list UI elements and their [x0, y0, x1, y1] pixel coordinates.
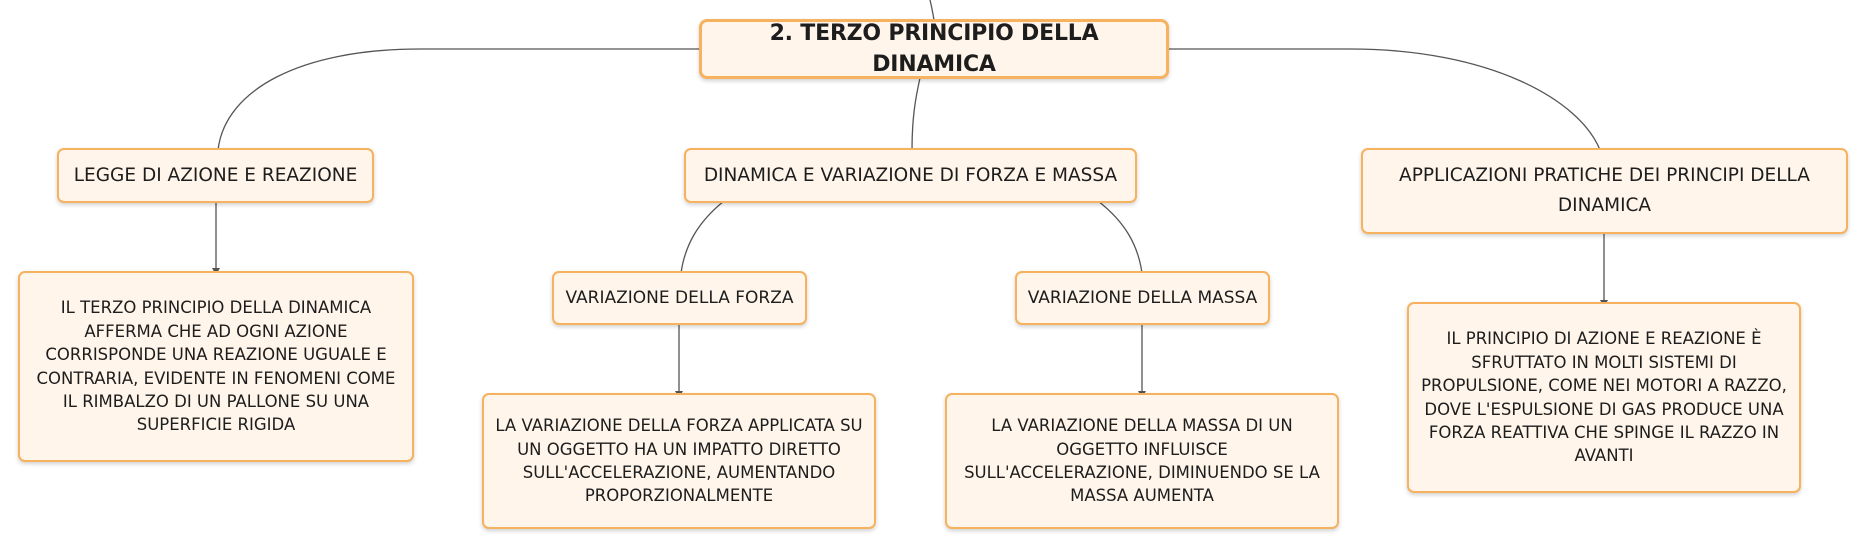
description-variazione-massa[interactable]: LA VARIAZIONE DELLA MASSA DI UN OGGETTO …	[945, 393, 1339, 529]
topic-dinamica-forza-massa[interactable]: DINAMICA E VARIAZIONE DI FORZA E MASSA	[684, 148, 1137, 203]
topic-legge-azione-reazione[interactable]: LEGGE DI AZIONE E REAZIONE	[57, 148, 374, 203]
root-topic[interactable]: 2. TERZO PRINCIPIO DELLA DINAMICA	[699, 19, 1169, 79]
topic-dinamica-label: DINAMICA E VARIAZIONE DI FORZA E MASSA	[703, 164, 1118, 186]
topic-applicazioni-label: APPLICAZIONI PRATICHE DEI PRINCIPI DELLA…	[1399, 165, 1810, 216]
description-variazione-forza[interactable]: LA VARIAZIONE DELLA FORZA APPLICATA SU U…	[482, 393, 876, 529]
topic-variazione-forza[interactable]: VARIAZIONE DELLA FORZA	[552, 271, 807, 325]
root-topic-label: 2. TERZO PRINCIPIO DELLA DINAMICA	[769, 20, 1099, 77]
topic-variazione-massa-label: VARIAZIONE DELLA MASSA	[1027, 287, 1258, 308]
description-legge[interactable]: IL TERZO PRINCIPIO DELLA DINAMICA AFFERM…	[18, 271, 414, 462]
topic-variazione-massa[interactable]: VARIAZIONE DELLA MASSA	[1015, 271, 1270, 325]
description-applicazioni[interactable]: IL PRINCIPIO DI AZIONE E REAZIONE È SFRU…	[1407, 302, 1801, 493]
connector-dinamica-massa	[1097, 200, 1143, 274]
topic-variazione-forza-label: VARIAZIONE DELLA FORZA	[565, 287, 794, 308]
description-forza-text: LA VARIAZIONE DELLA FORZA APPLICATA SU U…	[495, 416, 863, 506]
topic-applicazioni-pratiche[interactable]: APPLICAZIONI PRATICHE DEI PRINCIPI DELLA…	[1361, 148, 1848, 234]
connector-dinamica-forza	[680, 200, 725, 274]
topic-legge-label: LEGGE DI AZIONE E REAZIONE	[73, 164, 358, 186]
connector-root-applicazioni	[1168, 48, 1601, 151]
connector-root-legge	[217, 48, 700, 151]
description-applicazioni-text: IL PRINCIPIO DI AZIONE E REAZIONE È SFRU…	[1421, 329, 1787, 466]
description-massa-text: LA VARIAZIONE DELLA MASSA DI UN OGGETTO …	[964, 416, 1320, 506]
connector-root-dinamica	[911, 77, 921, 151]
description-legge-text: IL TERZO PRINCIPIO DELLA DINAMICA AFFERM…	[36, 298, 396, 435]
